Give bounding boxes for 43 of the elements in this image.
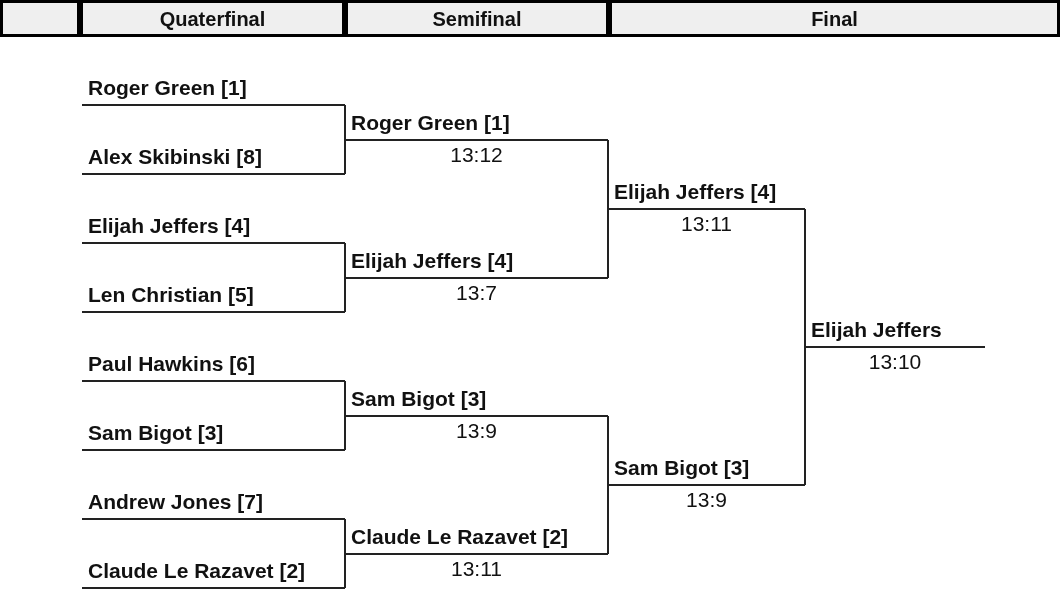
match-score: 13:12: [449, 143, 504, 167]
player-name: Elijah Jeffers: [811, 317, 942, 341]
player-name: Elijah Jeffers [4]: [614, 179, 777, 203]
bracket-connector: [344, 242, 346, 279]
player-name: Sam Bigot [3]: [351, 386, 487, 410]
match-score: 13:9: [455, 419, 498, 443]
player-name: Roger Green [1]: [351, 110, 510, 134]
header-cell: [80, 0, 345, 37]
player-name: Sam Bigot [3]: [614, 455, 750, 479]
player-name: Elijah Jeffers [4]: [351, 248, 514, 272]
player-name: Andrew Jones [7]: [88, 489, 264, 513]
round-title: Semifinal: [432, 7, 522, 30]
bracket-connector: [607, 208, 609, 279]
match-score: 13:7: [455, 281, 498, 305]
match-score: 13:10: [867, 350, 923, 374]
player-name: Paul Hawkins [6]: [88, 351, 255, 375]
bracket-connector: [344, 380, 346, 417]
bracket-connector: [344, 518, 346, 555]
bracket-connector: [344, 415, 346, 451]
bracket-connector: [607, 415, 609, 486]
bracket-connector: [607, 484, 609, 555]
bracket-connector: [344, 553, 346, 589]
bracket-connector: [344, 104, 346, 141]
player-name: Claude Le Razavet [2]: [351, 524, 569, 548]
bracket-connector: [607, 139, 609, 210]
player-name: Claude Le Razavet [2]: [88, 558, 306, 582]
header-cell: [345, 0, 609, 37]
round-title: Final: [811, 7, 858, 30]
bracket-connector: [344, 277, 346, 313]
bracket-connector: [804, 208, 806, 348]
player-name: Len Christian [5]: [88, 282, 254, 306]
match-score: 13:11: [680, 212, 733, 236]
match-score: 13:11: [450, 557, 503, 581]
header-cell: [0, 0, 80, 37]
player-name: Sam Bigot [3]: [88, 420, 224, 444]
player-name: Roger Green [1]: [88, 75, 247, 99]
player-name: Alex Skibinski [8]: [88, 144, 262, 168]
match-score: 13:9: [685, 488, 728, 512]
bracket-connector: [804, 346, 806, 486]
round-title: Quaterfinal: [159, 7, 266, 30]
player-name: Elijah Jeffers [4]: [88, 213, 251, 237]
bracket-connector: [344, 139, 346, 175]
header-cell: [609, 0, 1060, 37]
